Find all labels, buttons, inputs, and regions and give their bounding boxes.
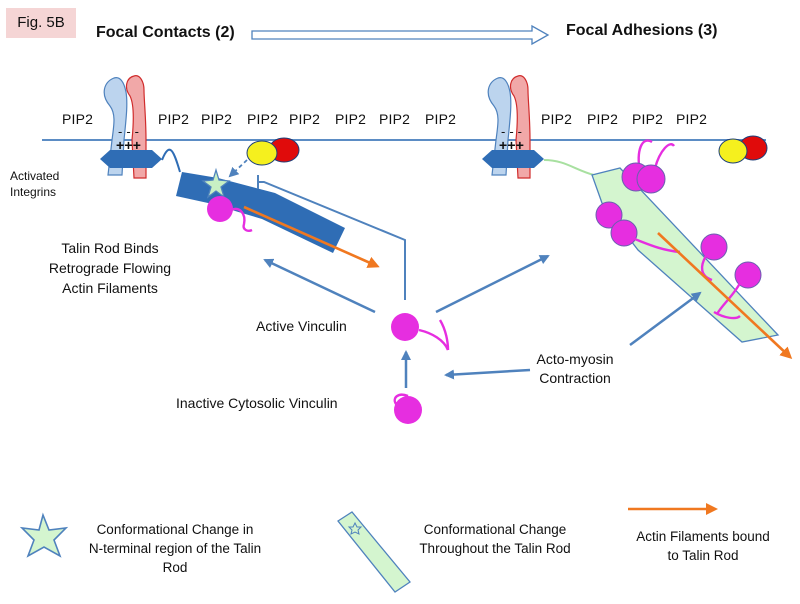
activated-integrins-label: Activated Integrins: [10, 169, 60, 199]
minus-charges-right: - - -: [501, 124, 523, 139]
actomyosin-label: Acto-myosin Contraction: [536, 351, 614, 386]
vinculin-cluster-right: [595, 139, 762, 320]
pip2-label: PIP2: [632, 111, 664, 127]
transition-arrow: [251, 24, 550, 46]
minus-charges-left: - - -: [118, 124, 140, 139]
pip-lipid-left: [246, 137, 300, 166]
pip-lipid-right: [718, 135, 768, 164]
talin-neck-left: [161, 148, 181, 173]
actin-arrow-left: [243, 205, 380, 268]
plus-charges-left: +++: [116, 137, 142, 153]
pip2-label: PIP2: [676, 111, 708, 127]
figure-tag: Fig. 5B: [6, 8, 76, 38]
actin-arrow-right: [657, 232, 793, 360]
process-arrows: [257, 175, 702, 388]
legend-rod-text: Conformational Change Throughout the Tal…: [419, 522, 571, 556]
pip2-label: PIP2: [201, 111, 233, 127]
active-vinculin-tail: [418, 319, 450, 351]
inactive-vinculin-label: Inactive Cytosolic Vinculin: [176, 395, 338, 411]
star-conformation-icon: [201, 167, 231, 199]
integrin-right-base: [482, 150, 544, 168]
inactive-vinculin-tail: [393, 393, 410, 409]
right-title: Focal Adhesions (3): [566, 22, 718, 39]
legend-actin-text: Actin Filaments bound to Talin Rod: [636, 529, 770, 563]
integrin-left-base: [100, 150, 162, 168]
pip2-label: PIP2: [379, 111, 411, 127]
legend-talin-rod-icon: [337, 511, 411, 593]
inactive-vinculin-icon: [394, 396, 422, 424]
pip2-label: PIP2: [158, 111, 190, 127]
talin-neck-right: [543, 159, 595, 176]
pip2-label: PIP2: [289, 111, 321, 127]
legend-star-text: Conformational Change in N-terminal regi…: [88, 522, 262, 575]
active-vinculin-label: Active Vinculin: [256, 318, 347, 334]
pip2-label: PIP2: [335, 111, 367, 127]
talin-rod-right: [591, 167, 780, 343]
active-vinculin-icon: [391, 313, 419, 341]
pip2-label: PIP2: [587, 111, 619, 127]
pip2-label: PIP2: [247, 111, 279, 127]
pip2-label: PIP2: [62, 111, 94, 127]
legend-star-icon: [19, 512, 69, 558]
vinculin-tail-left: [230, 207, 253, 232]
vinculin-bound-left: [207, 196, 233, 222]
pip2-label: PIP2: [541, 111, 573, 127]
pip-activation-arrow: [228, 159, 248, 178]
talin-rod-binds-label: Talin Rod Binds Retrograde Flowing Actin…: [48, 240, 172, 296]
pip2-label: PIP2: [425, 111, 457, 127]
left-title: Focal Contacts (2): [96, 24, 235, 41]
plus-charges-right: +++: [499, 137, 525, 153]
